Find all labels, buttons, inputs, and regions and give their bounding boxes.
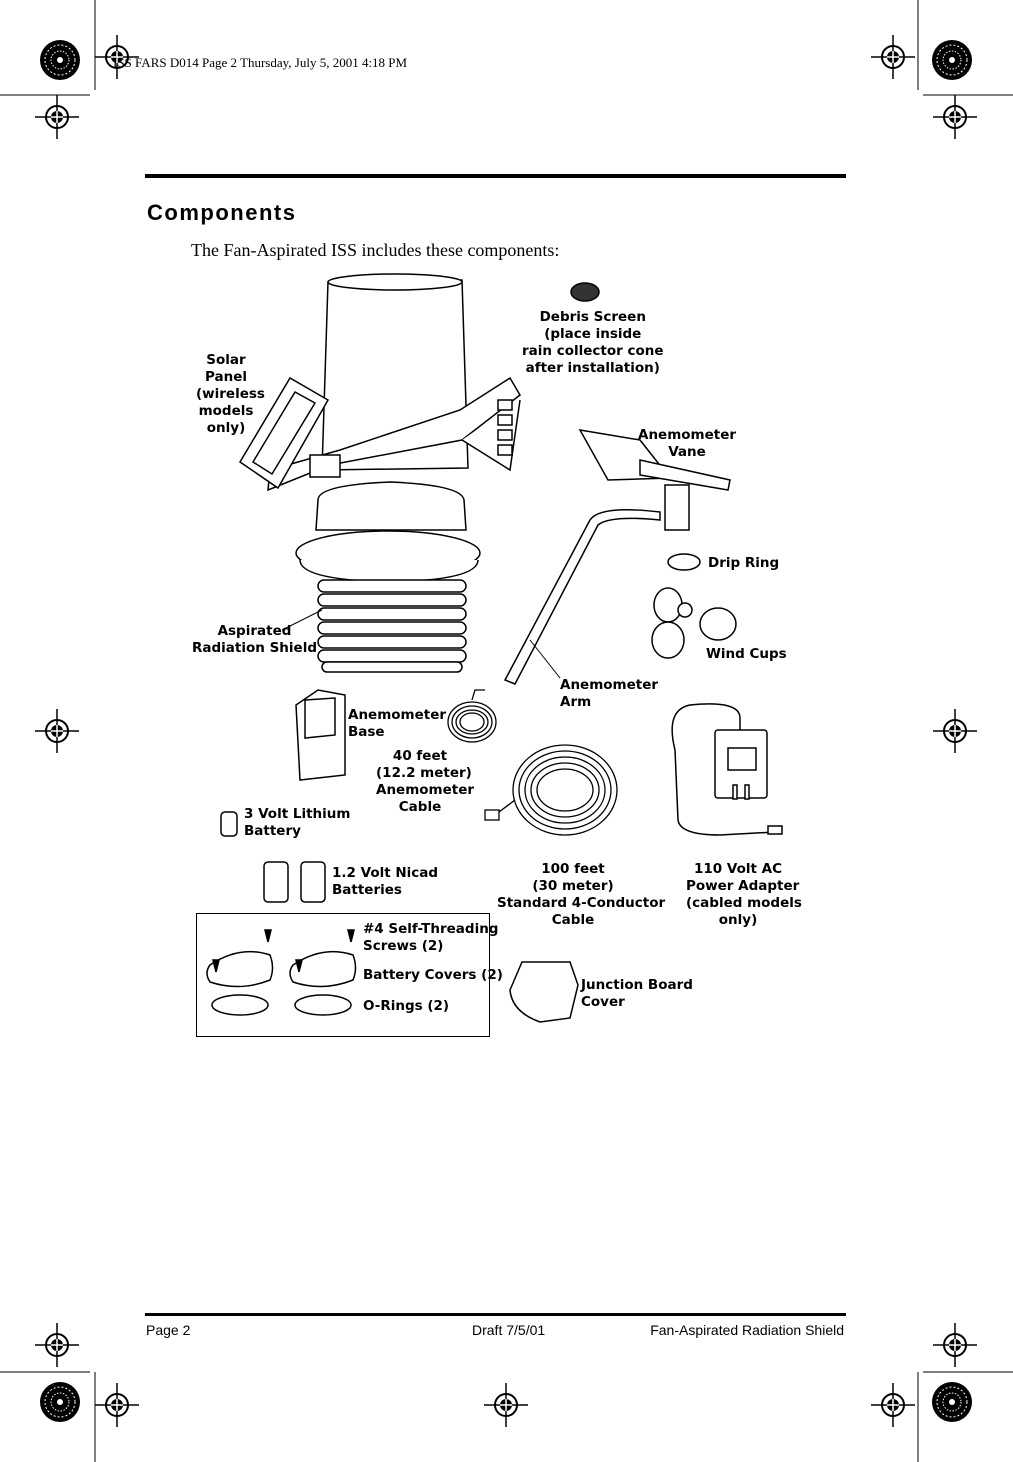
label-line: Screws (2) bbox=[363, 938, 444, 954]
label-lithium-battery: 3 Volt Lithium Battery bbox=[244, 806, 350, 840]
label-line: models bbox=[198, 403, 254, 419]
label-nicad-batteries: 1.2 Volt Nicad Batteries bbox=[332, 865, 438, 899]
label-debris-screen: Debris Screen (place inside rain collect… bbox=[522, 309, 664, 377]
label-line: 3 Volt Lithium bbox=[244, 806, 351, 822]
label-aspirated-shield: Aspirated Radiation Shield bbox=[192, 623, 317, 657]
label-line: Junction Board bbox=[581, 977, 693, 993]
label-junction-cover: Junction Board Cover bbox=[581, 977, 693, 1011]
anemometer-drawing bbox=[295, 429, 737, 781]
label-standard-cable: 100 feet (30 meter) Standard 4-Conductor… bbox=[497, 861, 666, 929]
label-line: Radiation Shield bbox=[192, 640, 317, 656]
label-anemometer-arm: Anemometer Arm bbox=[560, 677, 658, 711]
intro-text: The Fan-Aspirated ISS includes these com… bbox=[191, 240, 560, 260]
label-line: rain collector cone bbox=[522, 343, 664, 359]
label-drip-ring: Drip Ring bbox=[708, 555, 780, 571]
label-line: Power Adapter bbox=[686, 878, 800, 894]
label-anemometer-base: Anemometer Base bbox=[348, 707, 446, 741]
label-line: Solar bbox=[206, 352, 246, 368]
label-line: only) bbox=[718, 912, 758, 928]
label-line: (place inside bbox=[544, 326, 642, 342]
label-line: 100 feet bbox=[541, 861, 605, 877]
nicad-batteries-drawing bbox=[263, 861, 326, 903]
label-line: 1.2 Volt Nicad bbox=[332, 865, 439, 881]
slug-line: ISS FARS D014 Page 2 Thursday, July 5, 2… bbox=[113, 55, 408, 70]
label-line: Vane bbox=[668, 444, 706, 460]
radiation-shield-drawing bbox=[238, 273, 521, 673]
junction-cover-drawing bbox=[509, 961, 579, 1023]
hardware-kit-box bbox=[196, 913, 490, 1037]
label-line: (30 meter) bbox=[532, 878, 614, 894]
label-line: after installation) bbox=[525, 360, 660, 376]
label-line: Panel bbox=[204, 369, 248, 385]
label-line: Cover bbox=[581, 994, 625, 1010]
label-line: #4 Self-Threading bbox=[363, 921, 499, 937]
label-line: only) bbox=[206, 420, 246, 436]
label-line: Aspirated bbox=[217, 623, 292, 639]
debris-screen-drawing bbox=[570, 282, 600, 302]
standard-cable-drawing bbox=[484, 744, 618, 836]
label-line: Batteries bbox=[332, 882, 402, 898]
label-line: Anemometer bbox=[560, 677, 659, 693]
footer-page-number: Page 2 bbox=[146, 1322, 191, 1338]
label-line: 110 Volt AC bbox=[693, 861, 782, 877]
label-wind-cups: Wind Cups bbox=[706, 646, 787, 662]
label-battery-covers: Battery Covers (2) bbox=[363, 967, 503, 983]
label-line: Anemometer bbox=[638, 427, 737, 443]
label-line: Debris Screen bbox=[539, 309, 646, 325]
label-line: Base bbox=[348, 724, 385, 740]
label-o-rings: O-Rings (2) bbox=[363, 998, 450, 1014]
footer-document-title: Fan-Aspirated Radiation Shield bbox=[650, 1322, 844, 1338]
label-line: (cabled models bbox=[686, 895, 802, 911]
battery-covers-drawing bbox=[206, 929, 357, 1016]
leader-lines bbox=[281, 609, 561, 679]
footer-draft-date: Draft 7/5/01 bbox=[472, 1322, 546, 1338]
label-power-adapter: 110 Volt AC Power Adapter (cabled models… bbox=[686, 861, 802, 929]
footer-rule bbox=[145, 1313, 846, 1316]
label-line: Anemometer bbox=[376, 782, 475, 798]
label-line: (12.2 meter) bbox=[376, 765, 472, 781]
power-adapter-drawing bbox=[671, 703, 783, 836]
label-line: Battery bbox=[244, 823, 301, 839]
anemometer-cable-drawing bbox=[447, 689, 497, 743]
label-anemometer-vane: Anemometer Vane bbox=[638, 427, 736, 461]
label-line: Standard 4-Conductor bbox=[497, 895, 666, 911]
label-line: Arm bbox=[560, 694, 592, 710]
lithium-battery-drawing bbox=[220, 811, 238, 837]
label-line: (wireless bbox=[196, 386, 265, 402]
label-screws: #4 Self-Threading Screws (2) bbox=[363, 921, 498, 955]
header-rule bbox=[145, 174, 846, 178]
label-line: Anemometer bbox=[348, 707, 447, 723]
label-line: Cable bbox=[551, 912, 595, 928]
label-line: 40 feet bbox=[392, 748, 448, 764]
label-solar-panel: Solar Panel (wireless models only) bbox=[196, 352, 265, 437]
label-line: Cable bbox=[398, 799, 442, 815]
section-heading: Components bbox=[147, 200, 297, 225]
label-anemometer-cable: 40 feet (12.2 meter) Anemometer Cable bbox=[376, 748, 475, 816]
